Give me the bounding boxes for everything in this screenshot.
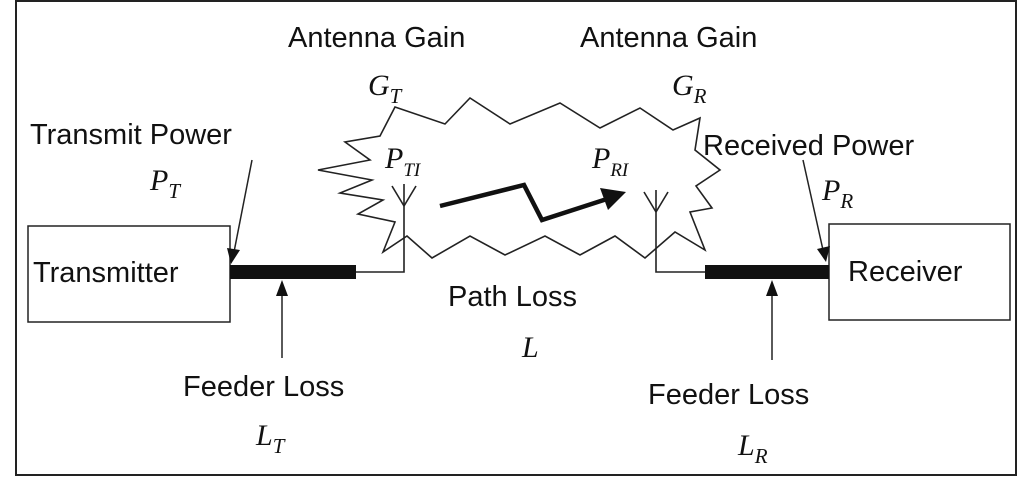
received-power-symbol: PR xyxy=(821,174,853,213)
rx-antenna-gain-label: Antenna Gain xyxy=(580,22,757,54)
signal-zigzag-arrow xyxy=(439,182,611,223)
rx-feeder-loss-arrowhead xyxy=(766,280,778,296)
path-loss-symbol: L xyxy=(521,331,539,364)
rx-feeder-loss-label: Feeder Loss xyxy=(648,379,809,411)
tx-feeder-loss-arrowhead xyxy=(276,280,288,296)
path-loss-label: Path Loss xyxy=(448,281,577,313)
transmit-power-arrow xyxy=(233,159,253,253)
rx-antenna-icon xyxy=(643,190,669,213)
transmit-power-symbol: PT xyxy=(149,164,181,203)
received-power-arrowhead xyxy=(817,246,830,262)
transmitter-box xyxy=(27,225,231,323)
transmitter-label: Transmitter xyxy=(33,257,179,289)
signal-arrowhead xyxy=(600,188,626,210)
tx-antenna-mast xyxy=(356,206,405,273)
tx-feeder-loss-symbol: LT xyxy=(255,419,286,458)
tx-antenna-icon xyxy=(391,184,417,207)
diagram-frame xyxy=(15,0,1017,476)
receiver-label: Receiver xyxy=(848,256,963,288)
received-power-arrow xyxy=(802,159,824,251)
receiver-box xyxy=(828,223,1011,321)
tx-feeder-line xyxy=(230,265,356,279)
transmit-power-label: Transmit Power xyxy=(30,119,232,151)
rx-gain-symbol: GR xyxy=(672,69,707,108)
rx-feeder-loss-symbol: LR xyxy=(737,429,768,468)
rx-antenna-mast xyxy=(655,212,705,273)
tx-gain-symbol: GT xyxy=(368,69,403,108)
pri-symbol: PRI xyxy=(591,142,630,181)
transmit-power-arrowhead xyxy=(227,248,240,264)
received-power-label: Received Power xyxy=(703,130,914,162)
rx-feeder-line xyxy=(705,265,829,279)
propagation-cloud xyxy=(317,96,722,260)
tx-feeder-loss-label: Feeder Loss xyxy=(183,371,344,403)
tx-antenna-gain-label: Antenna Gain xyxy=(288,22,465,54)
pti-symbol: PTI xyxy=(384,142,422,181)
